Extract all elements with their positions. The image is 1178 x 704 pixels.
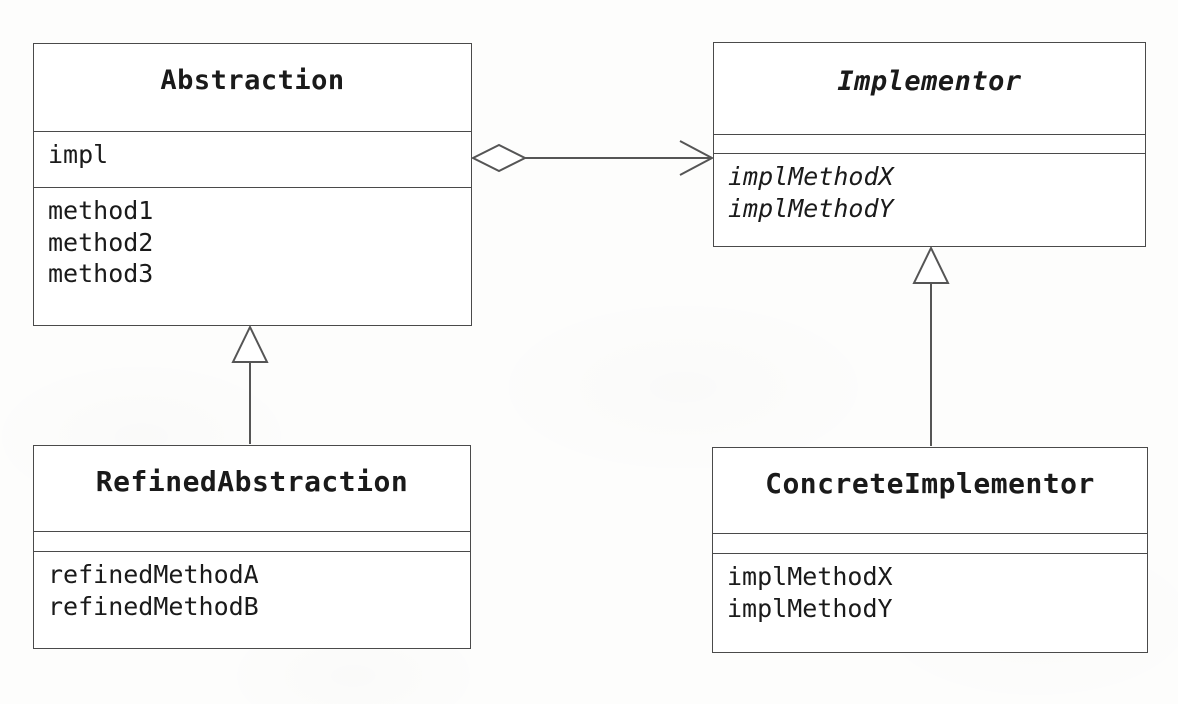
class-box-concrete-implementor[interactable]: ConcreteImplementor implMethodX implMeth…: [712, 447, 1148, 653]
class-box-implementor[interactable]: Implementor implMethodX implMethodY: [713, 42, 1146, 247]
operation-item: implMethodY: [727, 593, 893, 623]
operation-item: refinedMethodB: [48, 591, 259, 621]
class-box-refined-abstraction[interactable]: RefinedAbstraction refinedMethodA refine…: [33, 445, 471, 649]
hollow-triangle-icon: [231, 324, 269, 363]
relationship-generalization-refined-abstraction: [231, 324, 269, 444]
operations-compartment-refined-abstraction: refinedMethodA refinedMethodB: [34, 551, 470, 648]
relationship-generalization-concrete-implementor: [912, 245, 950, 446]
operation-item: method3: [48, 259, 154, 288]
operation-item: refinedMethodA: [48, 560, 259, 589]
attributes-compartment-implementor: [714, 134, 1145, 153]
relationship-aggregation-abstraction-implementor: [470, 140, 715, 176]
class-name-implementor: Implementor: [837, 66, 1022, 97]
operation-item: method2: [48, 227, 154, 257]
class-name-concrete-implementor: ConcreteImplementor: [765, 467, 1095, 500]
operation-item: implMethodX: [728, 162, 894, 191]
operations-compartment-implementor: implMethodX implMethodY: [714, 153, 1145, 246]
attribute-item: impl: [48, 140, 109, 169]
class-name-abstraction: Abstraction: [160, 65, 345, 96]
operation-item: implMethodX: [727, 562, 893, 591]
attributes-compartment-concrete-implementor: [713, 533, 1147, 553]
attributes-compartment-abstraction: impl: [34, 131, 471, 187]
open-arrow-icon: [679, 140, 715, 176]
operations-compartment-abstraction: method1 method2 method3: [34, 187, 471, 325]
hollow-triangle-icon: [912, 245, 950, 284]
attributes-compartment-refined-abstraction: [34, 531, 470, 551]
operation-item: implMethodY: [728, 193, 894, 223]
class-box-abstraction[interactable]: Abstraction impl method1 method2 method3: [33, 43, 472, 326]
class-name-refined-abstraction: RefinedAbstraction: [95, 465, 409, 498]
operation-item: method1: [48, 196, 154, 225]
hollow-diamond-icon: [470, 143, 528, 173]
operations-compartment-concrete-implementor: implMethodX implMethodY: [713, 553, 1147, 652]
